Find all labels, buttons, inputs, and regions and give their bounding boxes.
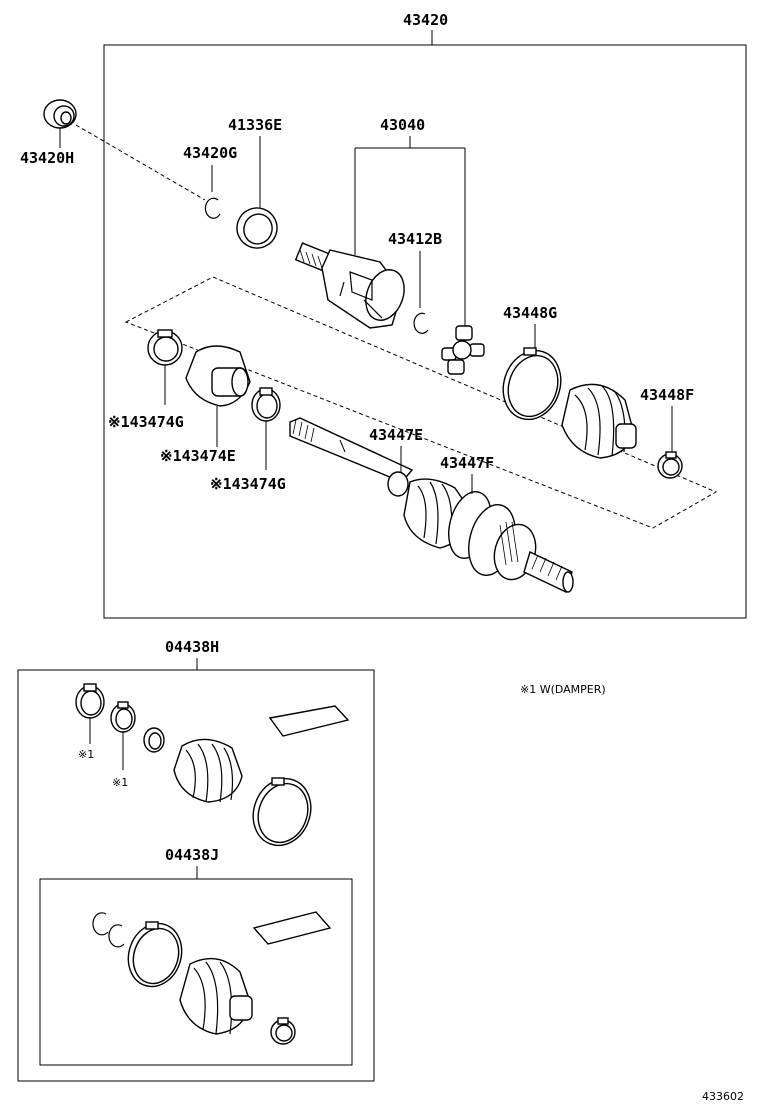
kit-04438J-frame [39,878,353,1066]
kit-J-large-clamp[interactable] [120,917,189,994]
kit-J-boot[interactable] [179,957,253,1035]
label-43420[interactable]: 43420 [403,11,448,29]
kit-dashed-zone [124,276,718,529]
part-43412B-snap-ring[interactable] [413,312,429,334]
part-drive-shaft[interactable] [289,417,414,483]
part-inner-boot-joint[interactable] [403,478,574,593]
part-43420G-snap-ring[interactable] [204,197,221,219]
part-43474E-damper[interactable] [185,345,251,407]
label-kit-H-mark-1: ※1 [78,748,94,761]
part-43420H-cap[interactable] [43,99,77,129]
part-43447E-clamp[interactable] [387,471,409,497]
label-43447E[interactable]: 43447E [369,426,423,444]
label-43040[interactable]: 43040 [380,116,425,134]
part-43448G-clamp[interactable] [495,343,570,427]
label-43474G-a[interactable]: ※143474G [108,413,184,431]
label-41336E[interactable]: 41336E [228,116,282,134]
kit-H-small-ring[interactable] [143,727,165,753]
part-outer-boot[interactable] [561,383,637,459]
label-04438J[interactable]: 04438J [165,846,219,864]
part-43040-outer-joint[interactable] [294,242,411,329]
kit-H-clamp-2[interactable] [110,701,136,733]
label-kit-H-mark-2: ※1 [112,776,128,789]
kit-H-large-clamp[interactable] [244,770,320,853]
kit-J-grease-packet[interactable] [252,911,332,945]
label-43412B[interactable]: 43412B [388,230,442,248]
assembly-frame [103,44,747,619]
label-43420G[interactable]: 43420G [183,144,237,162]
part-43040-tripod[interactable] [441,325,485,375]
kit-J-snap-ring-2[interactable] [108,924,125,948]
part-43448F-clamp[interactable] [657,451,683,479]
part-41336E-ring[interactable] [231,202,282,253]
part-43474G-clamp-left[interactable] [147,329,183,366]
label-43448G[interactable]: 43448G [503,304,557,322]
label-04438H[interactable]: 04438H [165,638,219,656]
kit-H-clamp-1[interactable] [75,683,105,719]
kit-J-small-clamp[interactable] [270,1017,296,1045]
kit-H-grease-packet[interactable] [268,705,350,737]
label-43447F[interactable]: 43447F [440,454,494,472]
label-43474E[interactable]: ※143474E [160,447,236,465]
label-43448F[interactable]: 43448F [640,386,694,404]
label-43474G-b[interactable]: ※143474G [210,475,286,493]
kit-J-snap-ring-1[interactable] [92,912,109,936]
kit-H-boot[interactable] [173,738,243,803]
kit-04438H-frame [17,669,375,1082]
part-43474G-clamp-right[interactable] [251,387,281,422]
footnote: ※1 W(DAMPER) [520,683,606,696]
diagram-id: 433602 [702,1090,744,1103]
label-43420H[interactable]: 43420H [20,149,74,167]
